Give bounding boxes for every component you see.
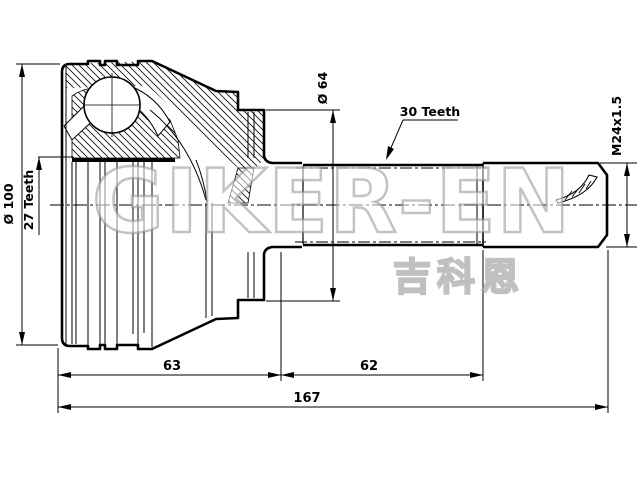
label-dia-100: Ø 100 [1,183,16,224]
boot-groove-lines [71,162,213,348]
dimension-thread: M24x1.5 [600,96,637,248]
label-63: 63 [163,359,181,374]
label-dia-64: Ø 64 [315,72,330,105]
label-30-teeth: 30 Teeth [400,104,460,119]
dimension-27-teeth: 27 Teeth [21,156,72,235]
dimension-30-teeth: 30 Teeth [386,104,460,160]
dimension-63-62: 63 62 [57,250,484,413]
shaft-detail-lines [72,158,486,247]
label-167: 167 [293,391,320,406]
bearing-ball [83,73,141,137]
label-27-teeth: 27 Teeth [21,170,36,230]
cavity-detail-lines [65,66,255,344]
dimension-167: 167 [58,250,609,413]
label-thread: M24x1.5 [609,96,624,156]
dimension-dia-64: Ø 64 [266,72,340,302]
dimension-dia-100: Ø 100 [1,63,60,346]
thread-runout-symbol [555,174,598,204]
label-62: 62 [360,359,378,374]
